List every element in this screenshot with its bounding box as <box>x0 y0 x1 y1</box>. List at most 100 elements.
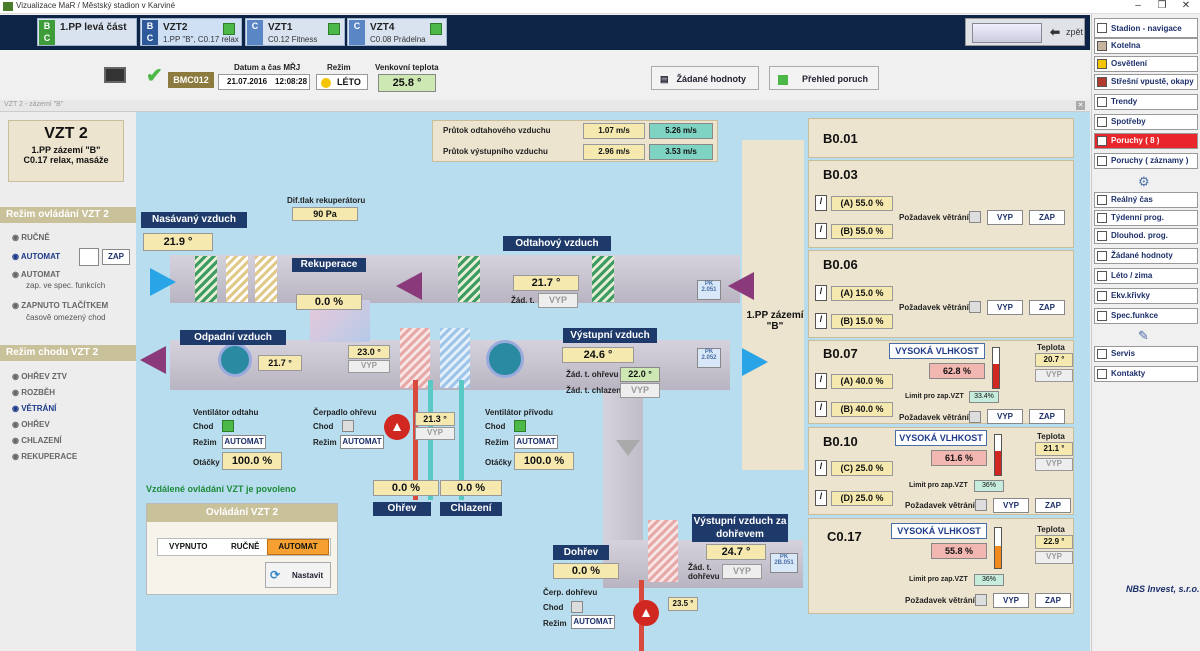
sidebar-item-lighting[interactable]: Osvětlení <box>1094 56 1198 72</box>
mode-off[interactable]: VYPNUTO <box>169 542 208 551</box>
room-b003: B0.03 / (A) 55.0 % / (B) 55.0 % Požadave… <box>808 160 1074 248</box>
radio-button-on[interactable]: ◉ ZAPNUTO TLAČÍTKEM <box>12 301 109 310</box>
b006-on-button[interactable]: ZAP <box>1029 300 1065 315</box>
cool-valve-value: 0.0 % <box>440 480 502 496</box>
radio-manual[interactable]: ◉ RUČNĚ <box>12 233 50 242</box>
sidebar-item-weekly[interactable]: Týdenní prog. <box>1094 210 1198 226</box>
supply-run-indicator <box>514 420 526 432</box>
room-b010: B0.10 VYSOKÁ VLHKOST 61.6 % Limit pro za… <box>808 427 1074 515</box>
heat-setpoint[interactable]: 22.0 ° <box>620 367 660 382</box>
flow-table: Průtok odtahového vzduchu 1.07 m/s 5.26 … <box>432 120 718 162</box>
sidebar-item-curves[interactable]: Ekv.křivky <box>1094 288 1198 304</box>
status-ok-icon <box>778 74 788 85</box>
cool-setpoint[interactable]: VYP <box>620 383 660 398</box>
sidebar-item-consumption[interactable]: Spotřeby <box>1094 114 1198 130</box>
b007-on-button[interactable]: ZAP <box>1029 409 1065 424</box>
exhaust-mode-button[interactable]: AUTOMAT <box>222 435 266 449</box>
reheat-coil-icon <box>648 520 678 582</box>
hot-pipe <box>413 380 418 500</box>
room-b006: B0.06 / (A) 15.0 % / (B) 15.0 % Požadave… <box>808 250 1074 338</box>
refresh-icon: ⟳ <box>270 568 281 582</box>
close-icon[interactable]: ✕ <box>1181 0 1191 11</box>
back-button[interactable]: ⬅ zpět <box>965 18 1085 46</box>
sidebar-item-setpoints[interactable]: Žádané hodnoty <box>1094 248 1198 264</box>
waste-arrow-icon <box>140 346 166 374</box>
cool-label: Chlazení <box>440 502 502 516</box>
b010-off-button[interactable]: VYP <box>993 498 1029 513</box>
sidebar-item-roof[interactable]: Střešní vpustě, okapy <box>1094 74 1198 90</box>
sidebar-item-contacts[interactable]: Kontakty <box>1094 366 1198 382</box>
b003-on-button[interactable]: ZAP <box>1029 210 1065 225</box>
status-ok-icon <box>430 23 442 35</box>
vertical-duct <box>603 390 643 540</box>
house-icon <box>1097 77 1107 87</box>
sidebar-item-realtime[interactable]: Reálný čas <box>1094 192 1198 208</box>
after-reheat-setpoint[interactable]: VYP <box>722 564 762 579</box>
boiler-icon <box>1097 41 1107 51</box>
b010-on-button[interactable]: ZAP <box>1035 498 1071 513</box>
sidebar-item-trends[interactable]: Trendy <box>1094 94 1198 110</box>
mode-auto[interactable]: AUTOMAT <box>267 539 329 555</box>
sidebar-item-special[interactable]: Spec.funkce <box>1094 308 1198 324</box>
pump-icon: ▲ <box>384 414 410 440</box>
contact-icon <box>1097 369 1107 379</box>
supply-temp: 24.6 ° <box>562 347 634 363</box>
sidebar-item-service[interactable]: Servis <box>1094 346 1198 362</box>
extract-arrow-icon <box>396 272 422 300</box>
temp-213: 21.3 ° <box>415 412 455 426</box>
mode-manual[interactable]: RUČNĚ <box>231 542 260 551</box>
fault-icon <box>1097 136 1107 146</box>
sidebar-item-longterm[interactable]: Dlouhod. prog. <box>1094 228 1198 244</box>
supply-arrow-icon <box>742 348 768 376</box>
calendar-icon <box>1097 213 1107 223</box>
minimize-icon[interactable]: – <box>1135 0 1141 11</box>
close-panel-icon[interactable]: ✕ <box>1076 101 1085 110</box>
restore-icon[interactable]: ❐ <box>1157 0 1167 11</box>
sidebar-item-navigation[interactable]: Stadion - navigace <box>1094 18 1198 38</box>
stadium-thumbnail-icon <box>972 23 1042 43</box>
tools-icon: ✎ <box>1138 328 1149 343</box>
sidebar-item-faults[interactable]: Poruchy ( 8 ) <box>1094 133 1198 149</box>
filter-icon <box>458 256 480 302</box>
reheat-pump-mode[interactable]: AUTOMAT <box>571 615 615 629</box>
pump-mode-button[interactable]: AUTOMAT <box>340 435 384 449</box>
calendar-icon[interactable] <box>79 248 99 266</box>
sidebar-item-fault-records[interactable]: Poruchy ( záznamy ) <box>1094 153 1198 169</box>
gears-icon: ⚙ <box>1138 174 1150 189</box>
c017-off-button[interactable]: VYP <box>993 593 1029 608</box>
extract-set-value[interactable]: VYP <box>538 293 578 308</box>
dp-value: 90 Pa <box>292 207 358 221</box>
room-b007: B0.07 VYSOKÁ VLHKOST 62.8 % Limit pro za… <box>808 340 1074 424</box>
supply-mode-button[interactable]: AUTOMAT <box>514 435 558 449</box>
reheat-value: 0.0 % <box>553 563 619 579</box>
return-arrow-icon <box>728 272 754 300</box>
tab-vzt4[interactable]: C VZT4 C0.08 Prádelna <box>347 18 447 46</box>
set-button[interactable]: ⟳ Nastavit <box>265 562 331 588</box>
extract-label: Odtahový vzduch <box>503 236 611 251</box>
down-arrow-icon <box>616 440 640 456</box>
radio-auto[interactable]: ◉ AUTOMAT <box>12 252 61 261</box>
b006-off-button[interactable]: VYP <box>987 300 1023 315</box>
panel-header: VZT 2 - zázemí "B" ✕ <box>0 100 1090 112</box>
b007-off-button[interactable]: VYP <box>987 409 1023 424</box>
extract-temp: 21.7 ° <box>513 275 579 291</box>
waste-label: Odpadní vzduch <box>180 330 286 345</box>
app-icon <box>3 2 13 11</box>
radio-auto-spec[interactable]: ◉ AUTOMAT <box>12 270 61 279</box>
faults-overview-button[interactable]: Přehled poruch <box>769 66 879 90</box>
sidebar-item-summer-winter[interactable]: Léto / zima <box>1094 268 1198 284</box>
damper-pk3: PK 2B.051 <box>770 553 798 573</box>
setpoints-button[interactable]: ▤Žádané hodnoty <box>651 66 759 90</box>
c017-on-button[interactable]: ZAP <box>1035 593 1071 608</box>
status-ok-icon <box>328 23 340 35</box>
sidebar-item-boiler[interactable]: Kotelna <box>1094 38 1198 54</box>
b003-off-button[interactable]: VYP <box>987 210 1023 225</box>
auto-zap-button[interactable]: ZAP <box>102 249 130 265</box>
filter-icon <box>592 256 614 302</box>
tab-vzt1[interactable]: C VZT1 C0.12 Fitness <box>245 18 345 46</box>
computer-icon <box>104 67 126 83</box>
